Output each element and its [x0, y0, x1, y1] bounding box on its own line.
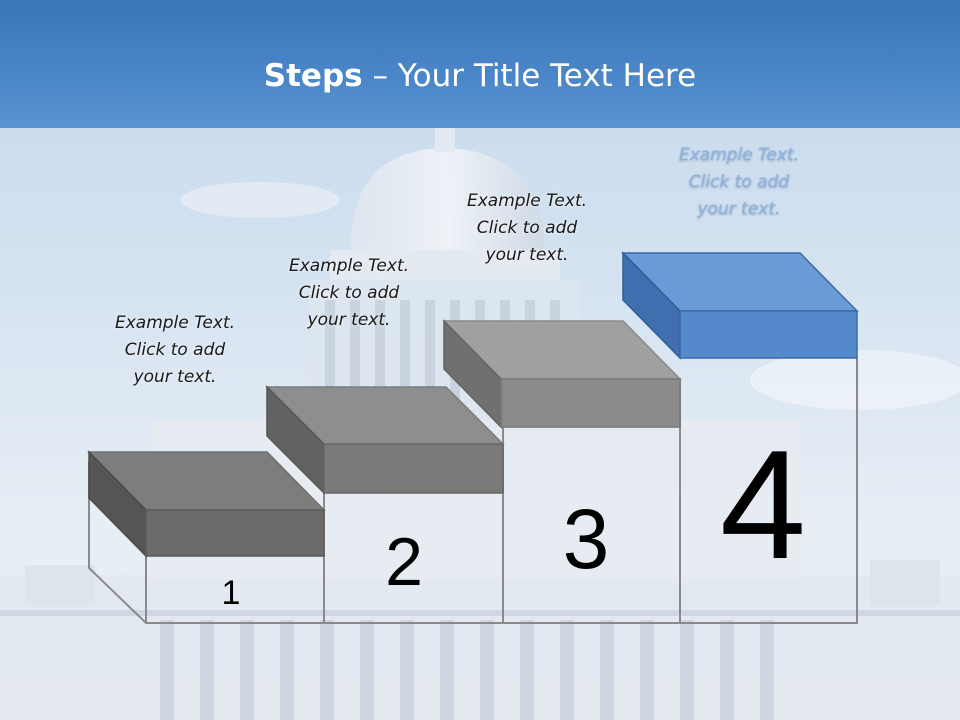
- step-block-1[interactable]: [87, 450, 326, 558]
- step-1-line-2: Click to add: [124, 340, 226, 360]
- step-2-line-3: your text.: [307, 310, 391, 330]
- step-2-line-2: Click to add: [298, 283, 400, 303]
- step-3-line-2: Click to add: [476, 218, 578, 238]
- step-2-line-1: Example Text.: [288, 256, 410, 276]
- step-3-line-3: your text.: [485, 245, 569, 265]
- step-1-line-1: Example Text.: [114, 313, 236, 333]
- step-block-4[interactable]: [621, 251, 859, 360]
- title-bar: [0, 0, 960, 128]
- step-4-line-1: Example Text.: [678, 145, 800, 165]
- title-bold: Steps: [263, 58, 363, 94]
- step-number-1: 1: [222, 574, 241, 612]
- step-text-2[interactable]: Example Text. Click to add your text.: [264, 253, 434, 334]
- step-block-2[interactable]: [265, 385, 505, 495]
- title-rest: – Your Title Text Here: [362, 58, 697, 94]
- step-4-line-3: your text.: [697, 199, 781, 219]
- step-3-line-1: Example Text.: [466, 191, 588, 211]
- step-text-4[interactable]: Example Text. Click to add your text.: [654, 142, 824, 223]
- step-4-line-2: Click to add: [688, 172, 790, 192]
- step-1-line-3: your text.: [133, 367, 217, 387]
- step-number-2: 2: [385, 524, 423, 600]
- slide-title[interactable]: Steps – Your Title Text Here: [0, 56, 960, 96]
- step-number-3: 3: [563, 492, 610, 586]
- step-text-1[interactable]: Example Text. Click to add your text.: [90, 310, 260, 391]
- step-block-3[interactable]: [442, 319, 682, 429]
- step-number-4: 4: [720, 418, 806, 591]
- step-text-3[interactable]: Example Text. Click to add your text.: [442, 188, 612, 269]
